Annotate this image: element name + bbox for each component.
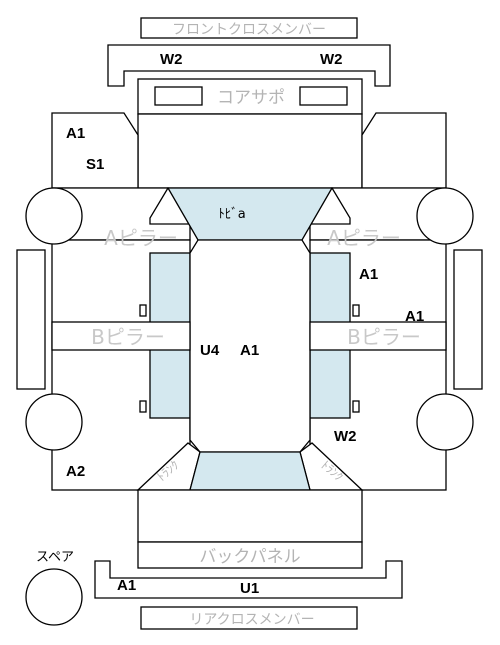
code-rear-left: A1 bbox=[117, 577, 136, 594]
headlight-right bbox=[299, 86, 348, 106]
door-marker-right-lower bbox=[352, 400, 360, 413]
b-pillar-right-label: Bピラー bbox=[347, 325, 421, 349]
wheel-front-left bbox=[25, 187, 83, 245]
front-cross-member: フロントクロスメンバー bbox=[140, 17, 358, 39]
code-center-a: A1 bbox=[240, 342, 259, 359]
rear-cross-member: リアクロスメンバー bbox=[140, 606, 358, 630]
code-left-s: S1 bbox=[86, 156, 104, 173]
code-center-u: U4 bbox=[200, 342, 220, 359]
code-right-upper: A1 bbox=[359, 266, 378, 283]
spare-label: スペア bbox=[36, 550, 74, 565]
back-panel-label: バックパネル bbox=[199, 547, 300, 567]
code-rear-u: U1 bbox=[240, 580, 259, 597]
door-marker-left-upper bbox=[139, 304, 147, 317]
roof-label: ﾄﾋﾞa bbox=[218, 207, 245, 222]
left-outer-door-panel bbox=[16, 249, 46, 390]
spare-tire bbox=[25, 568, 83, 626]
code-front-right: W2 bbox=[320, 51, 343, 68]
engine-bay bbox=[137, 113, 363, 189]
core-support-label: コアサポ bbox=[217, 88, 285, 108]
code-right-lower: W2 bbox=[334, 428, 357, 445]
rear-cross-member-label: リアクロスメンバー bbox=[189, 612, 314, 628]
b-pillar-right bbox=[309, 321, 447, 351]
core-support: コアサポ bbox=[137, 78, 363, 115]
roof-panel bbox=[166, 187, 334, 241]
right-outer-door-panel bbox=[453, 249, 483, 390]
back-panel bbox=[137, 541, 363, 569]
rear-section bbox=[137, 489, 363, 543]
front-right-fender bbox=[361, 112, 447, 189]
a-pillar-left-label: Aピラー bbox=[104, 226, 178, 250]
front-cross-member-label: フロントクロスメンバー bbox=[172, 22, 326, 38]
front-bracket: W2 W2 bbox=[107, 44, 391, 87]
code-left-lower: A2 bbox=[66, 463, 85, 480]
wheel-rear-right bbox=[416, 393, 474, 451]
door-marker-left-lower bbox=[139, 400, 147, 413]
trunk-floor bbox=[189, 451, 311, 491]
headlight-left bbox=[154, 86, 203, 106]
door-marker-right-upper bbox=[352, 304, 360, 317]
code-left-a: A1 bbox=[66, 125, 85, 142]
code-right-mid: A1 bbox=[405, 308, 424, 325]
wheel-front-right bbox=[416, 187, 474, 245]
front-left-fender bbox=[51, 112, 139, 189]
a-pillar-right-label: Aピラー bbox=[327, 226, 401, 250]
b-pillar-left-label: Bピラー bbox=[91, 325, 165, 349]
b-pillar-left bbox=[51, 321, 191, 351]
rear-bracket bbox=[94, 560, 403, 599]
wheel-rear-left bbox=[25, 393, 83, 451]
code-front-left: W2 bbox=[160, 51, 183, 68]
